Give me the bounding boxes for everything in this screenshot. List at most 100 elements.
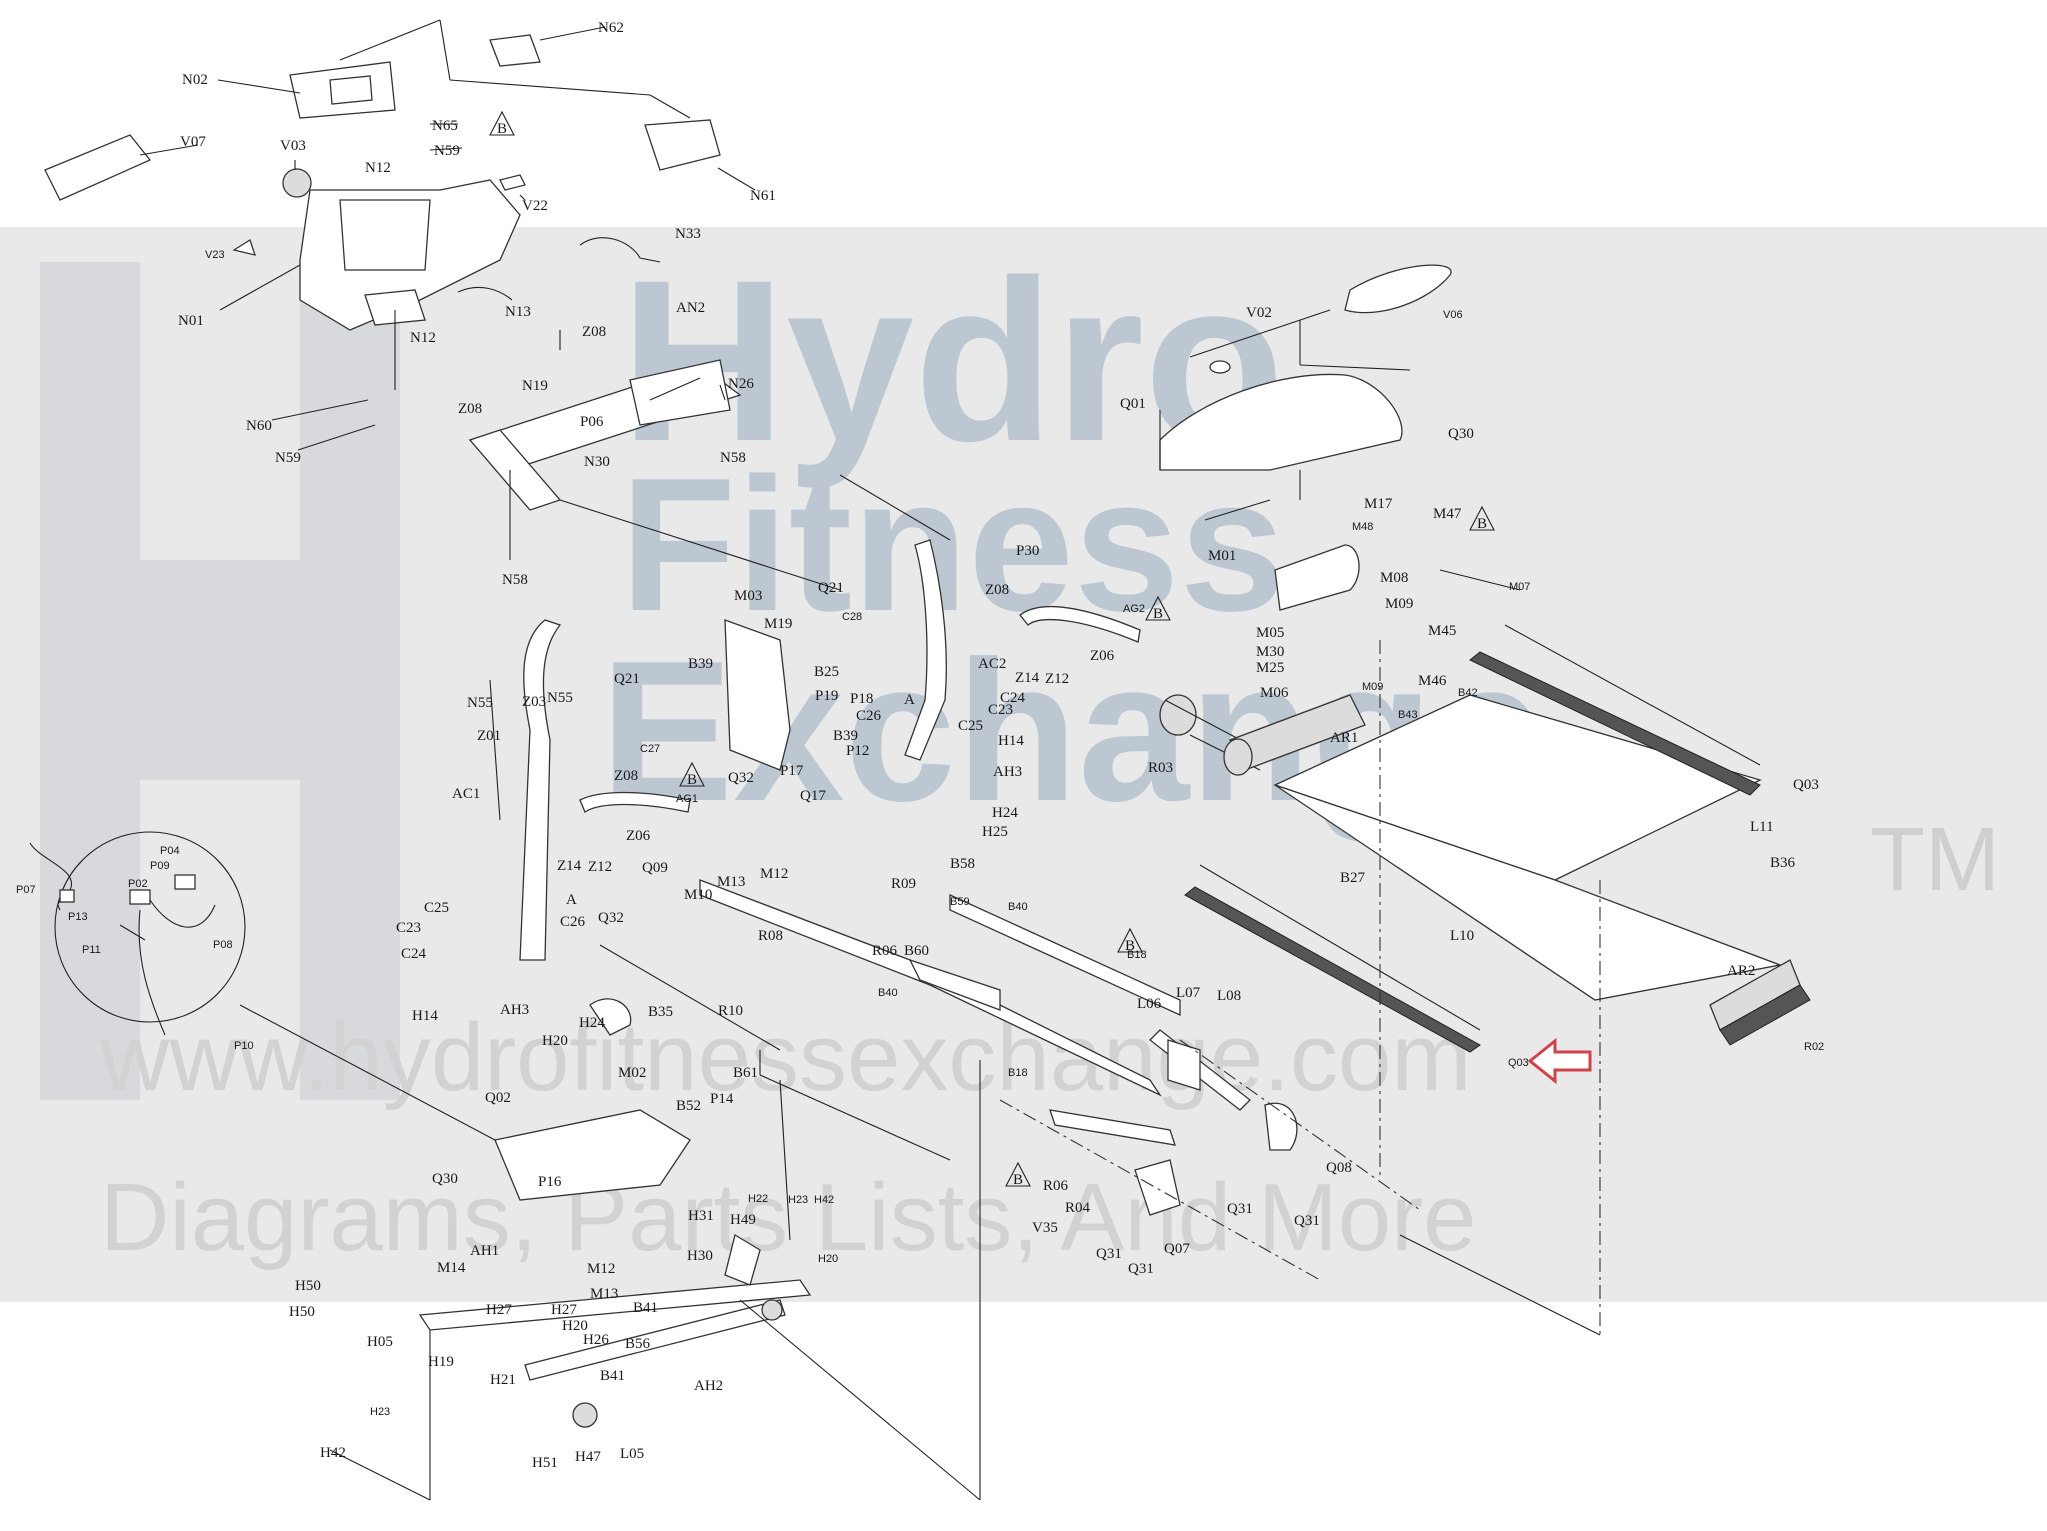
part-label-p09: P09 xyxy=(150,860,170,872)
part-label-c27: C27 xyxy=(640,743,660,755)
part-label-p14: P14 xyxy=(710,1091,734,1107)
part-label-l10: L10 xyxy=(1450,928,1474,944)
part-label-h24a: H24 xyxy=(992,805,1018,821)
part-label-m30: M30 xyxy=(1256,644,1284,660)
part-label-z08c: Z08 xyxy=(985,582,1009,598)
part-label-m08: M08 xyxy=(1380,570,1408,586)
part-label-b60: B60 xyxy=(904,943,929,959)
part-label-ag2: AG2 xyxy=(1123,603,1145,615)
part-label-b39b: B39 xyxy=(833,728,858,744)
part-label-z06b: Z06 xyxy=(626,828,651,844)
part-label-h27a: H27 xyxy=(486,1302,512,1318)
part-label-c26a: C26 xyxy=(856,708,882,724)
part-label-n55b: N55 xyxy=(547,690,573,706)
connector-p04 xyxy=(174,874,196,890)
part-label-ac1: AC1 xyxy=(452,786,480,802)
part-label-ac2: AC2 xyxy=(978,656,1006,672)
part-label-q02: Q02 xyxy=(485,1090,511,1106)
watermark-website: www.hydrofitnessexchange.com xyxy=(99,1004,1471,1111)
part-label-n12b: N12 xyxy=(410,330,436,346)
cable-n33 xyxy=(579,237,661,263)
end-cap-q07 xyxy=(1134,1159,1181,1216)
part-label-an2: AN2 xyxy=(676,300,705,316)
part-label-m13b: M13 xyxy=(590,1286,618,1302)
part-label-h20c: H20 xyxy=(562,1318,588,1334)
part-label-p16: P16 xyxy=(538,1174,562,1190)
part-label-m10: M10 xyxy=(684,887,712,903)
part-label-c24a: C24 xyxy=(1000,690,1026,706)
part-label-q31d: Q31 xyxy=(1128,1261,1154,1277)
part-label-n01: N01 xyxy=(178,313,204,329)
part-label-h23a: H23 xyxy=(788,1194,808,1206)
part-label-m48: M48 xyxy=(1352,521,1373,533)
part-label-r04: R04 xyxy=(1065,1200,1091,1216)
part-label-z12b: Z12 xyxy=(588,859,612,875)
part-label-a2: A xyxy=(566,892,577,908)
part-label-ah1: AH1 xyxy=(470,1243,499,1259)
part-label-ah3a: AH3 xyxy=(993,764,1022,780)
part-label-h05: H05 xyxy=(367,1334,393,1350)
part-label-c23b: C23 xyxy=(396,920,421,936)
part-label-h22: H22 xyxy=(748,1193,768,1205)
part-label-q31a: Q31 xyxy=(1227,1201,1253,1217)
part-label-m01: M01 xyxy=(1208,548,1236,564)
part-label-z12a: Z12 xyxy=(1045,671,1069,687)
part-label-l05: L05 xyxy=(620,1446,644,1462)
part-label-m25: M25 xyxy=(1256,660,1284,676)
part-label-n13: N13 xyxy=(505,304,531,320)
bracket-m19 xyxy=(724,619,791,771)
motor-hood-q01 xyxy=(1159,373,1403,471)
part-label-q31b: Q31 xyxy=(1294,1213,1320,1229)
wire-p10 xyxy=(138,909,166,1036)
roller-r02 xyxy=(1719,984,1811,1046)
part-label-z14b: Z14 xyxy=(557,858,582,874)
part-label-h42b: H42 xyxy=(320,1445,346,1461)
part-label-q03a: Q03 xyxy=(1793,777,1819,793)
part-label-c23a: C23 xyxy=(988,702,1013,718)
board-n60 xyxy=(364,289,426,326)
part-label-m45: M45 xyxy=(1428,623,1456,639)
part-label-r09: R09 xyxy=(891,876,916,892)
part-label-p10: P10 xyxy=(234,1040,254,1052)
bracket-h49 xyxy=(724,1233,761,1286)
part-label-h51: H51 xyxy=(532,1455,558,1471)
plug-p07 xyxy=(59,889,75,903)
wire-p08 xyxy=(149,899,216,928)
part-label-z01: Z01 xyxy=(477,728,501,744)
part-label-h50b: H50 xyxy=(289,1304,315,1320)
frame-rail-upper xyxy=(949,893,1181,1017)
part-label-q30a: Q30 xyxy=(432,1171,458,1187)
motor-cover-q02 xyxy=(494,1109,691,1201)
marker-b1: B xyxy=(497,121,507,137)
marker-b3: B xyxy=(1153,606,1163,622)
part-label-h20a: H20 xyxy=(542,1033,568,1049)
part-label-l11: L11 xyxy=(1750,819,1774,835)
switch-p02 xyxy=(129,889,151,905)
part-label-m05: M05 xyxy=(1256,625,1284,641)
console-screen xyxy=(329,75,373,105)
part-label-p30: P30 xyxy=(1016,543,1039,559)
part-label-r03: R03 xyxy=(1148,760,1173,776)
drive-motor-m01 xyxy=(1274,544,1360,611)
motor-m02 xyxy=(589,998,632,1036)
marker-b5: B xyxy=(1125,938,1135,954)
part-label-b40b: B40 xyxy=(878,987,898,999)
upright-ac2 xyxy=(904,539,947,761)
part-label-b36: B36 xyxy=(1770,855,1796,871)
rail-edge-bottom xyxy=(1199,864,1481,1031)
part-label-c25b: C25 xyxy=(424,900,449,916)
keypad-n62 xyxy=(489,34,541,67)
part-label-p13: P13 xyxy=(68,911,88,923)
wheel-l05 xyxy=(572,1402,598,1428)
upright-frame-group xyxy=(239,310,1298,1501)
base-frame-rail xyxy=(699,879,1162,1097)
part-label-b27: B27 xyxy=(1340,870,1366,886)
part-label-v35: V35 xyxy=(1032,1220,1058,1236)
part-label-p06: P06 xyxy=(580,414,604,430)
part-label-n58b: N58 xyxy=(502,572,528,588)
part-label-n59b: N59 xyxy=(275,450,301,466)
part-label-q21a: Q21 xyxy=(818,580,844,596)
part-label-n60: N60 xyxy=(246,418,272,434)
